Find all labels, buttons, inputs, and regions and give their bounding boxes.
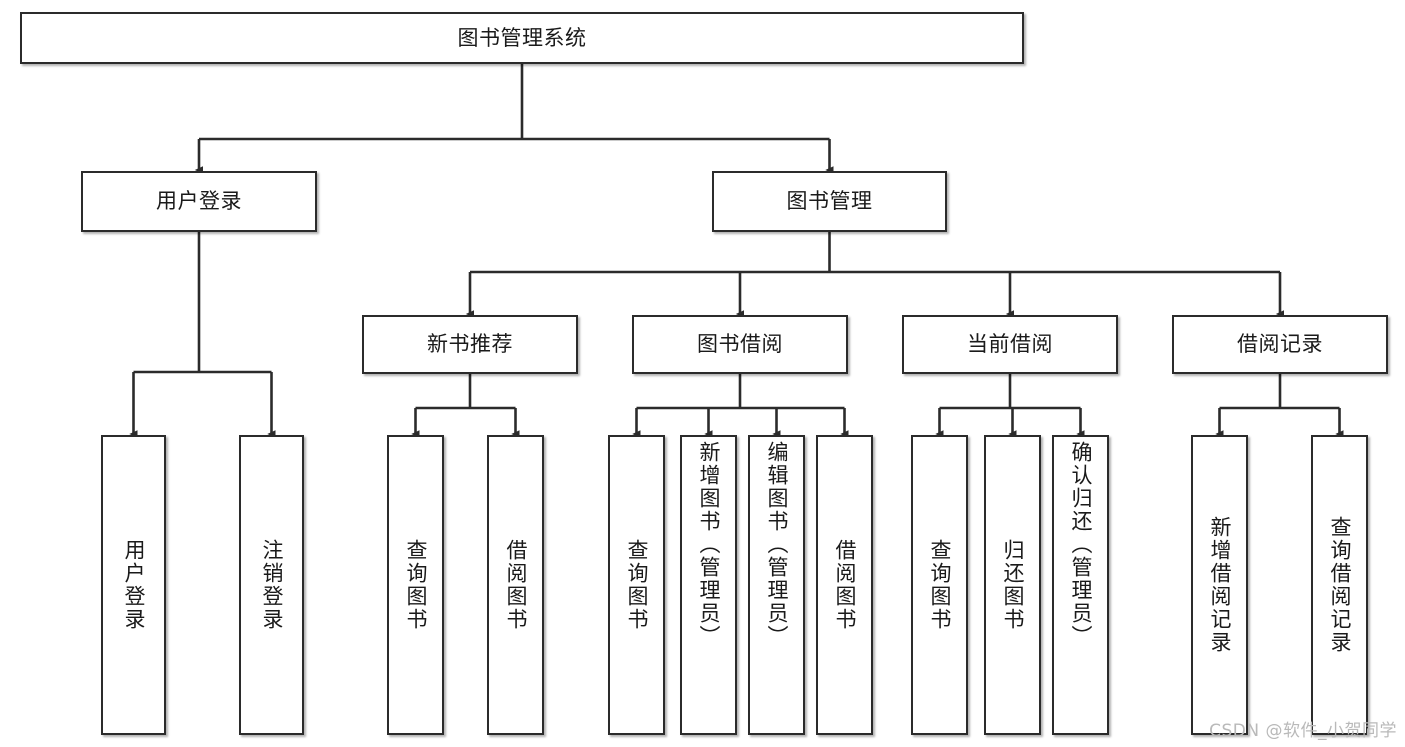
node-leaf-query-book-new[interactable]: 查询图书	[387, 435, 444, 735]
node-label-wrap: 查询图书	[913, 437, 966, 733]
node-label-wrap: 查询图书	[389, 437, 442, 733]
node-label: 用户登录	[122, 539, 146, 631]
node-current[interactable]: 当前借阅	[902, 315, 1118, 374]
node-label: 借阅图书	[833, 539, 857, 631]
node-records[interactable]: 借阅记录	[1172, 315, 1388, 374]
node-label: 新书推荐	[427, 332, 513, 357]
node-label: 查询图书	[404, 539, 428, 631]
node-leaf-logout[interactable]: 注销登录	[239, 435, 304, 735]
node-leaf-borrow-book-new[interactable]: 借阅图书	[487, 435, 544, 735]
node-label: 新增图书（管理员）	[697, 441, 721, 648]
node-label-wrap: 借阅图书	[489, 437, 542, 733]
node-leaf-add-record[interactable]: 新增借阅记录	[1191, 435, 1248, 735]
node-borrow[interactable]: 图书借阅	[632, 315, 848, 374]
node-leaf-borrow-book[interactable]: 借阅图书	[816, 435, 873, 735]
node-label-wrap: 编辑图书（管理员）	[750, 437, 803, 737]
node-newbook[interactable]: 新书推荐	[362, 315, 578, 374]
node-label-wrap: 用户登录	[103, 437, 164, 733]
node-label-wrap: 新增图书（管理员）	[682, 437, 735, 737]
node-label: 查询借阅记录	[1328, 516, 1352, 654]
node-label: 编辑图书（管理员）	[765, 441, 789, 648]
node-label-wrap: 借阅图书	[818, 437, 871, 733]
node-label-wrap: 新增借阅记录	[1193, 437, 1246, 733]
watermark-text: CSDN @软件_小贺同学	[1209, 721, 1397, 741]
node-leaf-add-book[interactable]: 新增图书（管理员）	[680, 435, 737, 735]
node-leaf-user-login[interactable]: 用户登录	[101, 435, 166, 735]
node-label: 注销登录	[260, 539, 284, 631]
node-label: 借阅图书	[504, 539, 528, 631]
node-label-wrap: 查询图书	[610, 437, 663, 733]
node-leaf-query-record[interactable]: 查询借阅记录	[1311, 435, 1368, 735]
node-leaf-edit-book[interactable]: 编辑图书（管理员）	[748, 435, 805, 735]
node-label: 图书管理	[786, 189, 873, 214]
node-root[interactable]: 图书管理系统	[20, 12, 1024, 64]
node-bookmgmt[interactable]: 图书管理	[712, 171, 947, 232]
node-label: 查询图书	[625, 539, 649, 631]
node-label-wrap: 查询借阅记录	[1313, 437, 1366, 733]
node-leaf-query-book[interactable]: 查询图书	[608, 435, 665, 735]
node-label-wrap: 注销登录	[241, 437, 302, 733]
node-leaf-return-book[interactable]: 归还图书	[984, 435, 1041, 735]
node-label: 确认归还（管理员）	[1069, 441, 1093, 648]
node-label: 归还图书	[1001, 539, 1025, 631]
node-leaf-query-cur[interactable]: 查询图书	[911, 435, 968, 735]
node-label: 当前借阅	[967, 332, 1053, 357]
node-label: 查询图书	[928, 539, 952, 631]
node-label-wrap: 确认归还（管理员）	[1054, 437, 1107, 737]
node-label: 用户登录	[156, 189, 242, 214]
node-leaf-confirm-return[interactable]: 确认归还（管理员）	[1052, 435, 1109, 735]
node-label: 图书管理系统	[457, 25, 587, 50]
node-label: 新增借阅记录	[1208, 516, 1232, 654]
node-label: 借阅记录	[1237, 332, 1323, 357]
node-label-wrap: 归还图书	[986, 437, 1039, 733]
node-label: 图书借阅	[697, 332, 783, 357]
node-login[interactable]: 用户登录	[81, 171, 317, 232]
